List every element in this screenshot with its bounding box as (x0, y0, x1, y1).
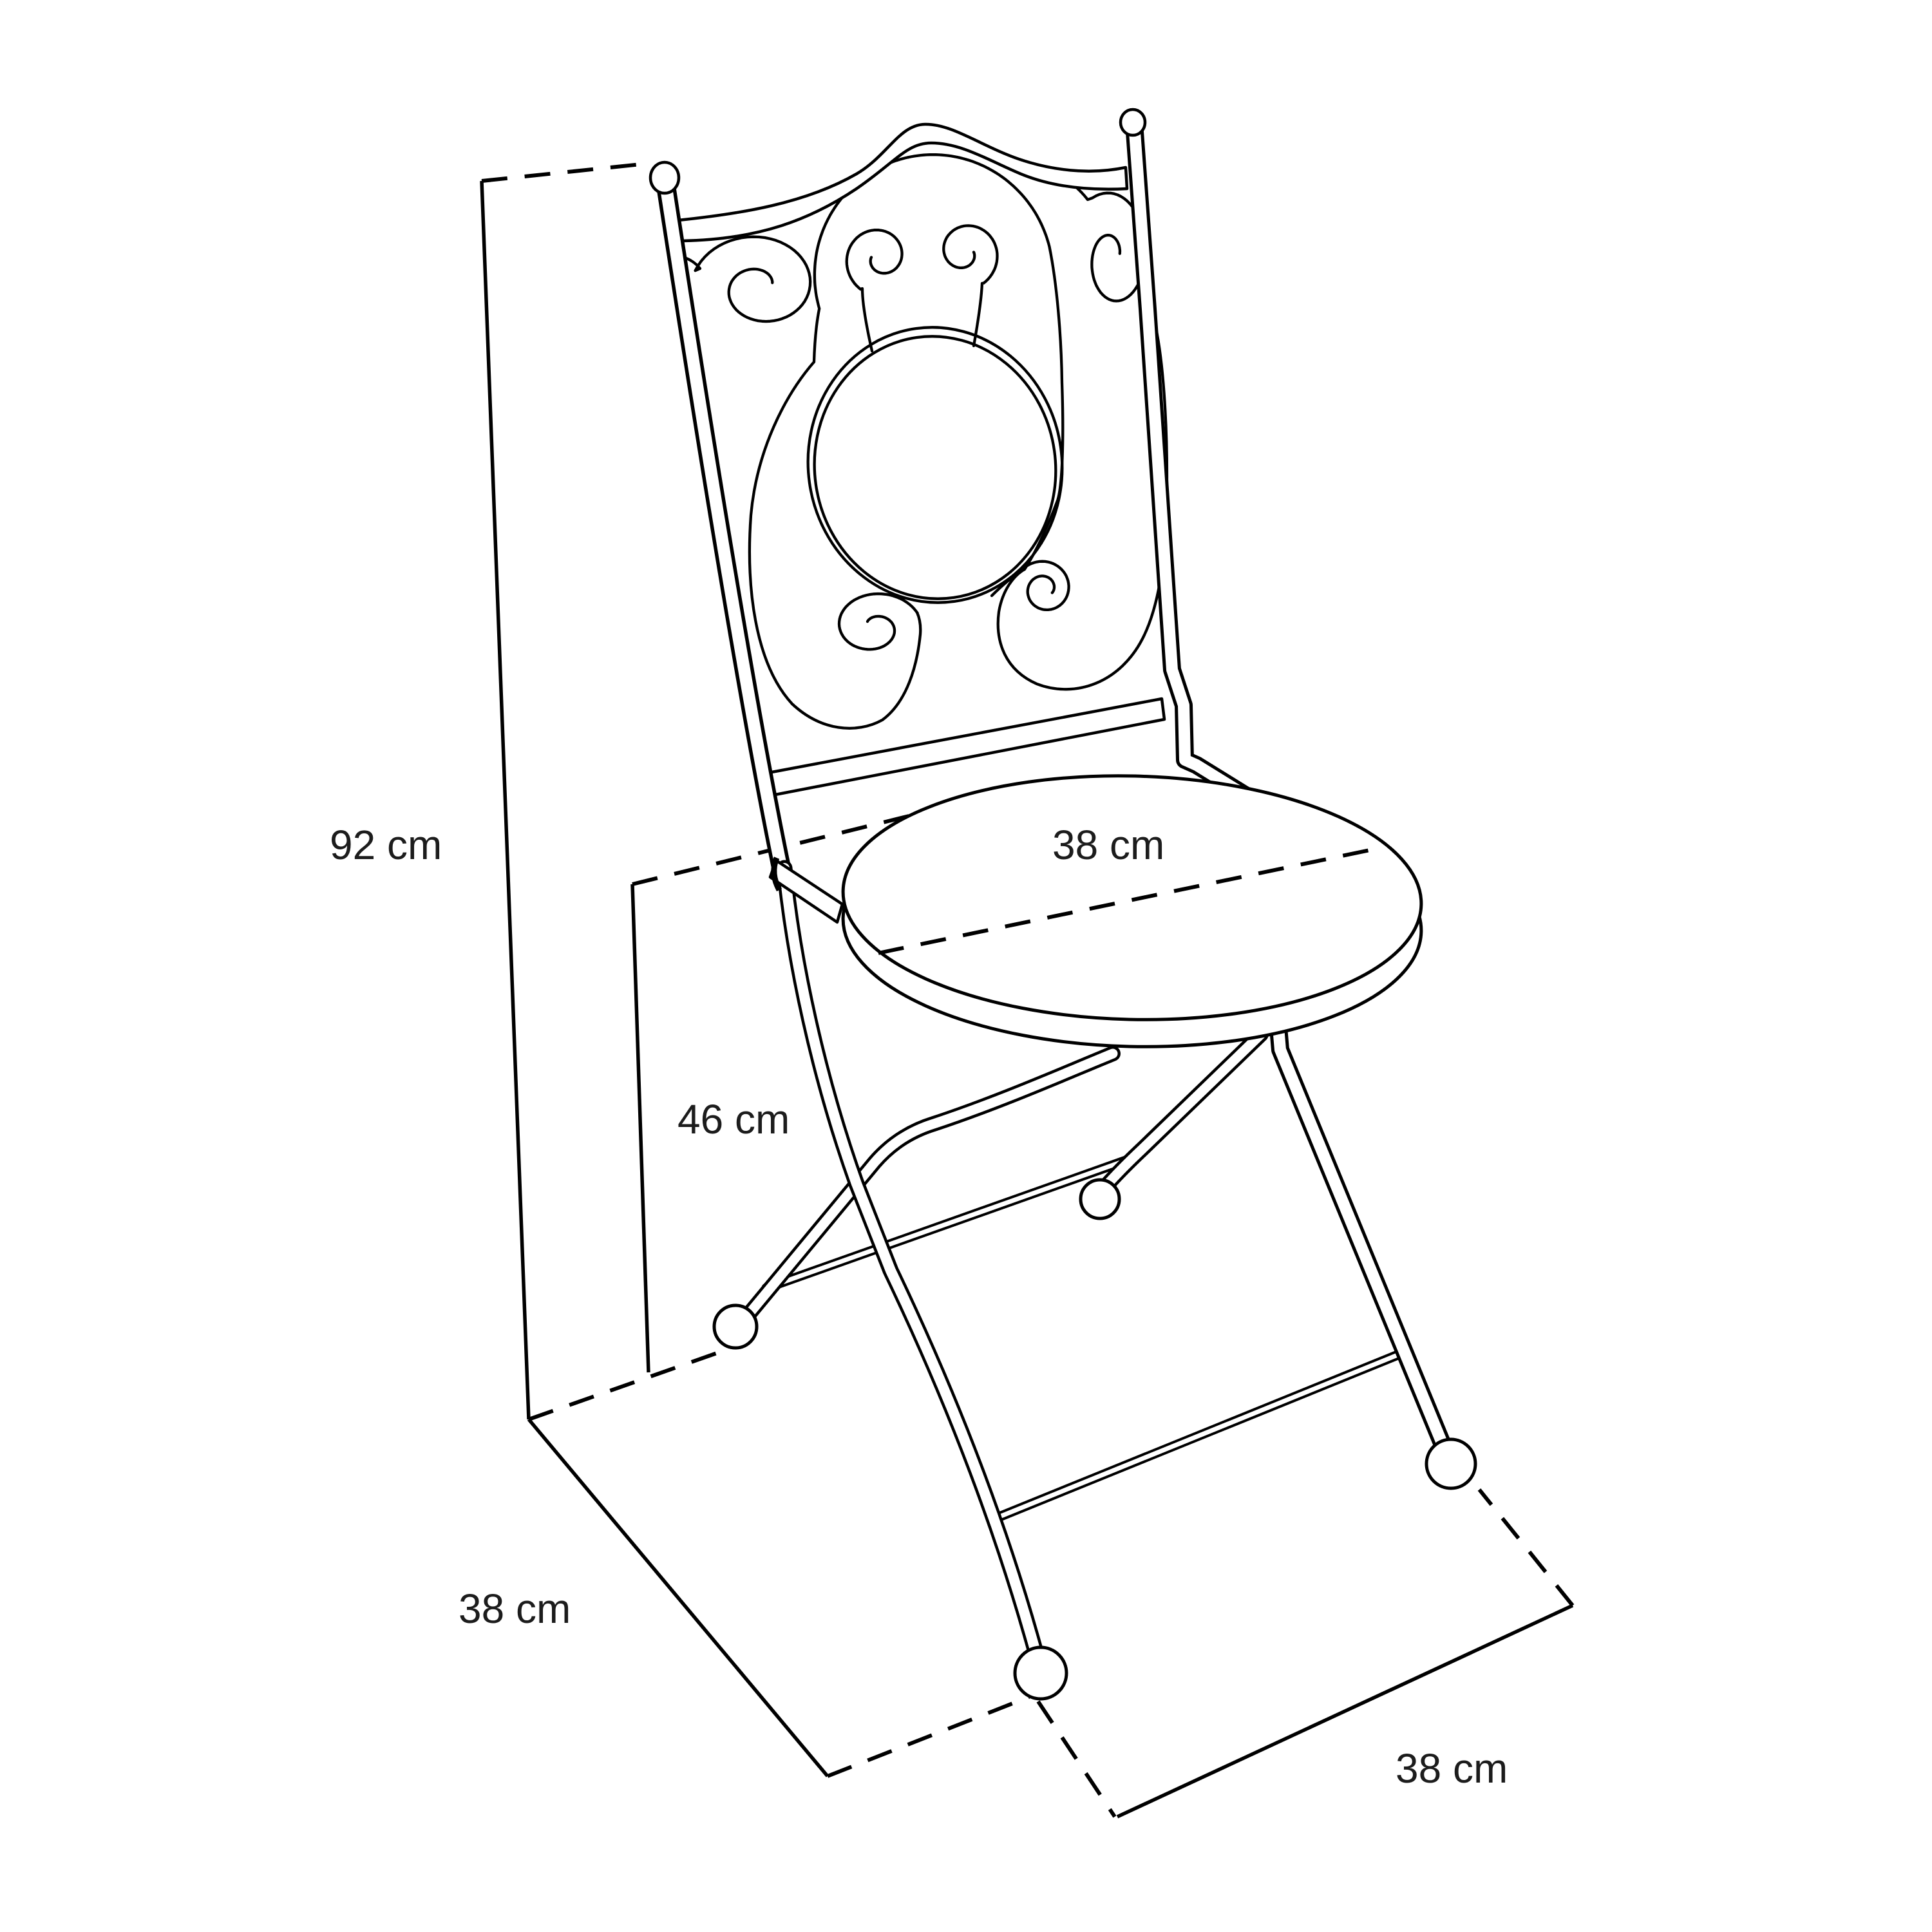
svg-text:38 cm: 38 cm (1396, 1745, 1508, 1792)
svg-text:46 cm: 46 cm (677, 1096, 790, 1142)
svg-text:38 cm: 38 cm (459, 1586, 571, 1632)
svg-text:92 cm: 92 cm (330, 822, 442, 868)
svg-text:38 cm: 38 cm (1052, 822, 1164, 868)
